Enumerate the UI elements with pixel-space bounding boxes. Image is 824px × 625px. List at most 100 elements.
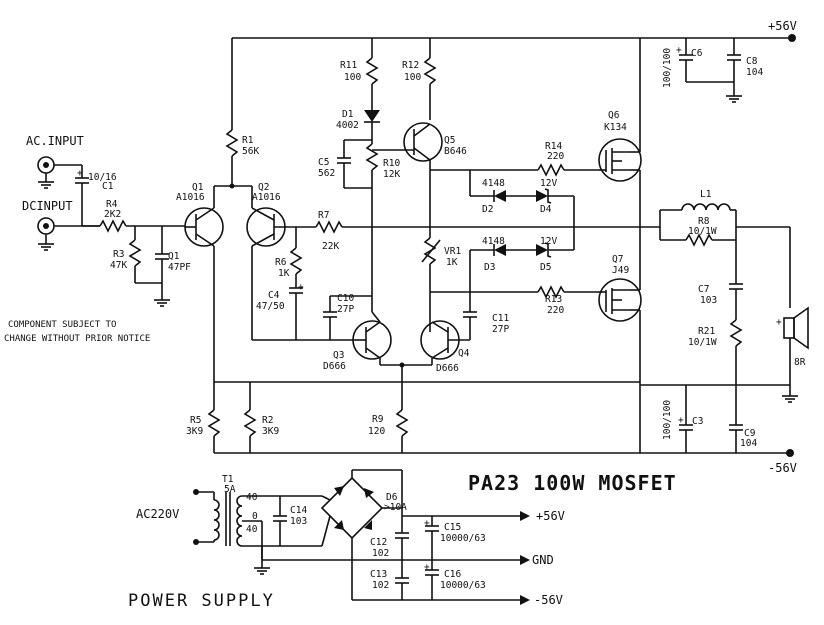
r2-resistor <box>243 382 257 453</box>
c9-value: 104 <box>740 438 757 449</box>
schematic-title: PA23 100W MOSFET <box>468 471 677 495</box>
d4-ref: D4 <box>540 204 552 215</box>
c10-value: 27P <box>337 304 354 315</box>
c16-plus: + <box>424 562 430 573</box>
r1-ref: R1 <box>242 135 254 146</box>
c7-capacitor <box>729 240 743 320</box>
q1-transistor <box>184 186 224 382</box>
c5-capacitor <box>337 139 372 189</box>
c6-ref: C6 <box>691 48 703 59</box>
d2-value: 4148 <box>482 178 505 189</box>
q2-value: A1016 <box>252 192 281 203</box>
c12-capacitor <box>395 516 409 560</box>
d1-diode <box>364 110 380 144</box>
r5-value: 3K9 <box>186 426 203 437</box>
q3-value: D666 <box>323 361 346 372</box>
r7-value: 22K <box>322 241 339 252</box>
c12-ref: C12 <box>370 537 387 548</box>
vr1-value: 1K <box>446 257 458 268</box>
r3-ref: R3 <box>113 249 124 260</box>
r13-resistor <box>537 285 598 299</box>
r1-value: 56K <box>242 146 259 157</box>
r5-ref: R5 <box>190 415 201 426</box>
c11-value: 27P <box>492 324 509 335</box>
r13-value: 220 <box>547 305 564 316</box>
q4-transistor <box>420 292 477 365</box>
r10-resistor <box>365 143 379 312</box>
r4-value: 2K2 <box>104 209 121 220</box>
c9-capacitor <box>729 385 743 453</box>
d5-value: 12V <box>540 236 557 247</box>
c7-value: 103 <box>700 295 717 306</box>
r21-resistor <box>729 319 743 385</box>
negative-rail <box>640 449 794 457</box>
d4-zener <box>536 188 575 227</box>
r5-resistor <box>207 382 221 453</box>
ps-outputs <box>520 511 530 605</box>
d5-zener <box>536 242 574 258</box>
ps-ground <box>254 521 520 575</box>
mains-plug <box>193 489 214 545</box>
c9-ref: C9 <box>744 428 756 439</box>
r14-value: 220 <box>547 151 564 162</box>
q4-value: D666 <box>436 363 459 374</box>
r21-value: 10/1W <box>688 337 717 348</box>
ac-input-jack <box>37 156 82 189</box>
ps-out-gnd: GND <box>532 553 554 567</box>
d1-ref: D1 <box>342 109 354 120</box>
ps-out-neg: -56V <box>534 593 563 607</box>
c16-capacitor <box>425 560 439 600</box>
c13-capacitor <box>395 560 409 600</box>
r10-ref: R10 <box>383 158 400 169</box>
c4-ref: C4 <box>268 290 280 301</box>
d2-ref: D2 <box>482 204 493 215</box>
c2-value: 47PF <box>168 262 191 273</box>
q7-value: J49 <box>612 265 629 276</box>
r11-value: 100 <box>344 72 361 83</box>
r14-ref: R14 <box>545 141 562 152</box>
c13-ref: C13 <box>370 569 387 580</box>
c10-capacitor <box>323 295 372 340</box>
rail-terminal-pos <box>788 34 796 42</box>
r12-resistor <box>423 38 437 120</box>
t1-value: 5A <box>224 484 236 495</box>
q5-transistor <box>372 122 443 170</box>
d4-value: 12V <box>540 178 557 189</box>
c3-plus: + <box>678 415 684 426</box>
power-supply-title: POWER SUPPLY <box>128 591 275 611</box>
dc-input-jack <box>37 217 100 251</box>
c1-value: 10/16 <box>88 172 117 183</box>
q6-ref: Q6 <box>608 110 620 121</box>
c1-capacitor <box>75 165 89 226</box>
c15-capacitor <box>402 515 520 560</box>
q5-ref: Q5 <box>444 135 455 146</box>
tap-bottom: 40 <box>246 524 258 535</box>
c15-value: 10000/63 <box>440 533 486 544</box>
c4-plus: + <box>298 282 304 293</box>
r12-ref: R12 <box>402 60 419 71</box>
speaker-value: 8R <box>794 357 806 368</box>
rail-label-pos: +56V <box>768 19 797 33</box>
c2-capacitor <box>154 226 170 307</box>
r8-ref: R8 <box>698 216 710 227</box>
r11-resistor <box>365 38 379 110</box>
vr1-ref: VR1 <box>444 246 461 257</box>
d1-value: 4002 <box>336 120 359 131</box>
c15-ref: C15 <box>444 522 461 533</box>
c2-ref: Q1 <box>168 251 180 262</box>
t1-ref: T1 <box>222 474 234 485</box>
c16-value: 10000/63 <box>440 580 486 591</box>
c1-plus: + <box>77 168 83 179</box>
c4-capacitor <box>289 287 303 340</box>
c14-capacitor <box>262 495 322 547</box>
r9-ref: R9 <box>372 414 384 425</box>
r3-resistor <box>128 226 162 284</box>
q2-ref: Q2 <box>258 182 269 193</box>
q5-value: B646 <box>444 146 467 157</box>
r4-ref: R4 <box>106 199 118 210</box>
q4-ref: Q4 <box>458 348 470 359</box>
q2-transistor <box>246 186 296 340</box>
r2-value: 3K9 <box>262 426 279 437</box>
r6-ref: R6 <box>275 257 287 268</box>
q3-transistor <box>352 311 392 365</box>
